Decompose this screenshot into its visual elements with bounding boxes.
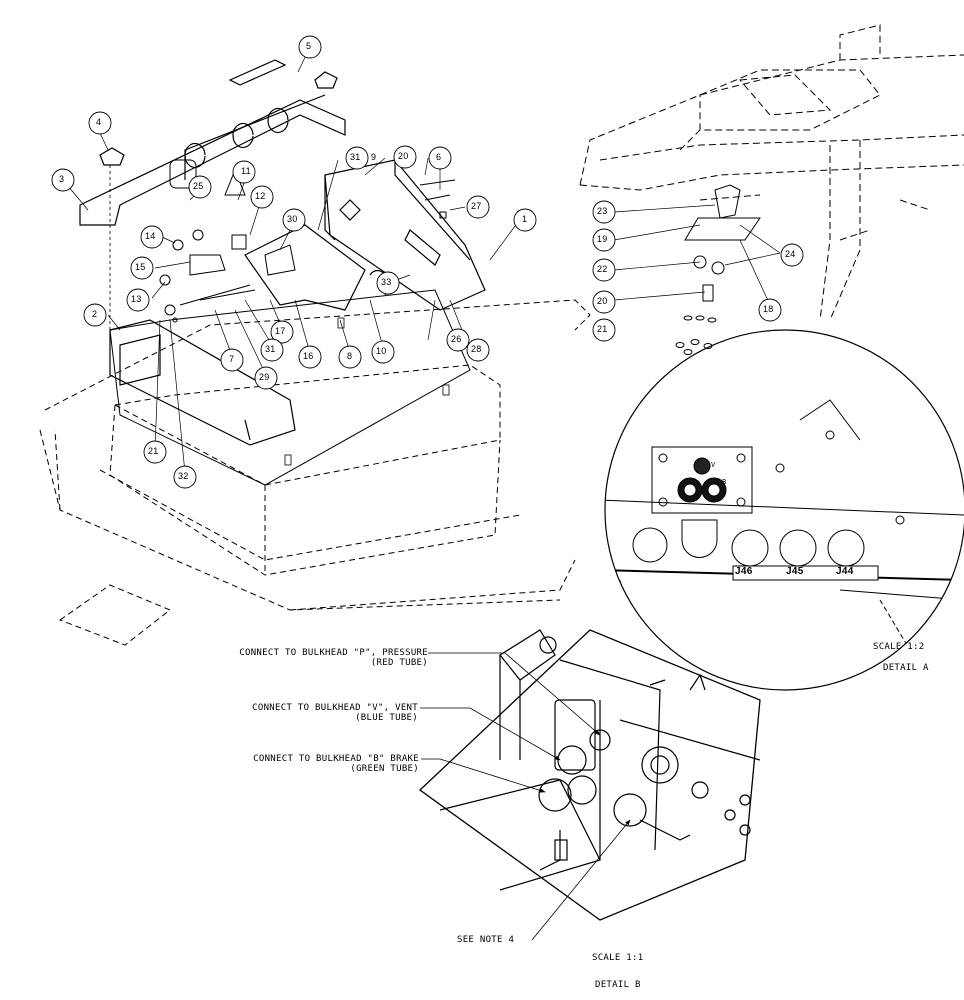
balloon-label: 5 <box>306 41 312 51</box>
bulkhead-letter-p: P <box>679 461 684 469</box>
detail-b-view <box>418 629 761 921</box>
see-note-4: SEE NOTE 4 <box>457 935 515 945</box>
balloon-label: 1 <box>522 214 528 224</box>
balloon-label: 32 <box>178 471 189 481</box>
detail-a-title: DETAIL A <box>883 663 929 673</box>
balloon-label: 29 <box>259 372 270 382</box>
balloon-label: 10 <box>376 346 387 356</box>
balloon-label: 33 <box>381 277 392 287</box>
note-brake: CONNECT TO BULKHEAD "B" BRAKE (GREEN TUB… <box>253 754 419 774</box>
detail-b-leaders <box>420 652 631 941</box>
studs <box>284 317 450 466</box>
balloon-label: 23 <box>597 206 608 216</box>
balloon-label: 16 <box>303 351 314 361</box>
fittings <box>159 159 456 323</box>
balloon-label: 22 <box>597 264 608 274</box>
balloon-label: 4 <box>96 117 102 127</box>
main-exploded-view <box>39 46 591 646</box>
balloon-label: 31 <box>350 152 361 162</box>
main-balloons <box>51 35 537 489</box>
balloon-label: 12 <box>255 191 266 201</box>
balloon-label: 17 <box>275 326 286 336</box>
detail-a-view <box>604 329 964 691</box>
connector-tag-j45: J45 <box>786 566 804 577</box>
detail-b-scale: SCALE 1:1 <box>592 953 644 963</box>
knob-4 <box>99 147 125 330</box>
detail-b-title: DETAIL B <box>595 980 641 990</box>
bulkhead-letter-v: V <box>711 461 716 469</box>
balloon-label: 21 <box>148 446 159 456</box>
balloon-label: 7 <box>229 354 235 364</box>
connector-tag-j44: J44 <box>836 566 854 577</box>
balloon-label: 6 <box>436 152 442 162</box>
note-vent: CONNECT TO BULKHEAD "V", VENT (BLUE TUBE… <box>252 703 418 723</box>
balloon-label: 24 <box>785 249 796 259</box>
lower-box <box>99 364 521 576</box>
balloon-label: 30 <box>287 214 298 224</box>
balloon-label: 31 <box>265 344 276 354</box>
upper-bracket <box>79 59 346 226</box>
balloon-label: 20 <box>398 151 409 161</box>
balloon-label: 25 <box>193 181 204 191</box>
connector-tag-j46: J46 <box>735 566 753 577</box>
balloon-label: 28 <box>471 344 482 354</box>
balloon-label: 8 <box>347 351 353 361</box>
base-panel <box>39 299 591 646</box>
balloon-label: 9 <box>371 152 377 162</box>
note-pressure-line1: CONNECT TO BULKHEAD "P", PRESSURE <box>239 648 428 658</box>
balloon-label: 11 <box>241 166 251 176</box>
balloon-label: 27 <box>471 201 482 211</box>
detail-a-parts-view <box>579 24 964 355</box>
detail-a-balloons <box>592 200 804 342</box>
note-brake-line1: CONNECT TO BULKHEAD "B" BRAKE <box>253 754 419 764</box>
balloon-label: 13 <box>131 294 142 304</box>
note-vent-line2: (BLUE TUBE) <box>355 713 418 723</box>
note-pressure-line2: (RED TUBE) <box>370 658 428 668</box>
knob-top <box>314 71 338 89</box>
right-bracket <box>324 159 486 311</box>
balloon-label: 19 <box>597 234 608 244</box>
balloon-label: 21 <box>597 324 608 334</box>
balloon-label: 3 <box>59 174 65 184</box>
balloon-label: 15 <box>135 262 146 272</box>
left-bracket <box>109 319 296 446</box>
note-pressure: CONNECT TO BULKHEAD "P", PRESSURE (RED T… <box>239 648 428 668</box>
balloon-label: 14 <box>145 231 156 241</box>
note-brake-line2: (GREEN TUBE) <box>350 764 419 774</box>
leader-lines <box>62 46 516 474</box>
balloon-label: 20 <box>597 296 608 306</box>
balloon-label: 26 <box>451 334 462 344</box>
balloon-label: 18 <box>763 304 774 314</box>
note-vent-line1: CONNECT TO BULKHEAD "V", VENT <box>252 703 418 713</box>
balloon-label: 2 <box>92 309 98 319</box>
detail-a-scale: SCALE 1:2 <box>873 642 925 652</box>
bulkhead-letter-b: B <box>722 478 727 486</box>
